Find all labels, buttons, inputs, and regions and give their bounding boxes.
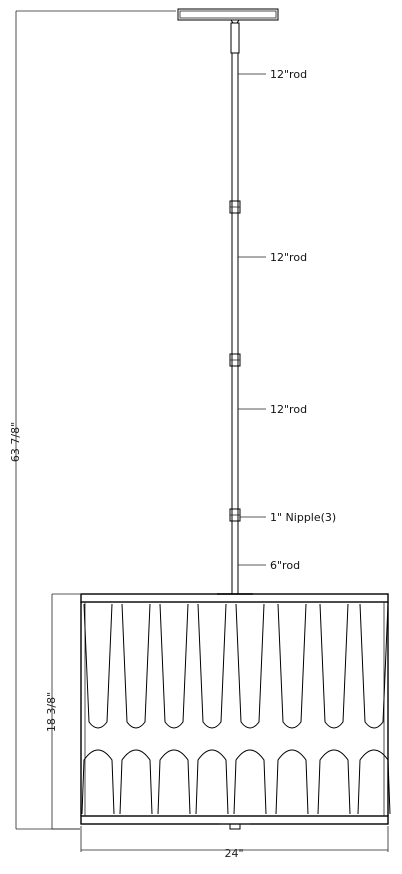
shade-petal-bottom [195, 749, 229, 815]
shade-petal-bottom [317, 749, 351, 815]
shade-pattern-top [83, 603, 389, 729]
shade-petal-top [277, 603, 307, 729]
shade-petal-top [197, 603, 227, 729]
shade-height-dimension [51, 593, 80, 830]
shade-petal-top [359, 603, 389, 729]
shade-petal-bottom [233, 749, 267, 815]
shade-petal-top [121, 603, 151, 729]
nipple-coupler-3 [229, 508, 241, 522]
rod-stem [230, 22, 240, 594]
shade-petal-bottom [81, 749, 115, 815]
nipple-coupler-1 [229, 200, 241, 214]
nipple-coupler-2 [229, 353, 241, 367]
rod-label-4: 6"rod [270, 559, 300, 572]
shade-petal-top [159, 603, 189, 729]
shade-petal-bottom [157, 749, 191, 815]
leader-lines [238, 73, 266, 566]
shade-petal-bottom [119, 749, 153, 815]
overall-height-label: 63 7/8" [9, 422, 22, 462]
nipple-label: 1" Nipple(3) [270, 511, 336, 524]
shade-petal-top [235, 603, 265, 729]
ceiling-canopy [177, 8, 279, 24]
shade-petal-top [319, 603, 349, 729]
shade-petal-bottom [357, 749, 391, 815]
shade-petal-bottom [275, 749, 309, 815]
rod-label-2: 12"rod [270, 251, 307, 264]
shade-pattern-bottom [81, 749, 391, 815]
rod-label-3: 12"rod [270, 403, 307, 416]
shade-height-label: 18 3/8" [45, 692, 58, 732]
shade-width-dimension [80, 826, 389, 852]
shade-width-label: 24" [224, 847, 243, 860]
rod-label-1: 12"rod [270, 68, 307, 81]
overall-height-dimension [15, 10, 176, 830]
shade-petal-top [83, 603, 113, 729]
drum-shade [80, 593, 391, 830]
